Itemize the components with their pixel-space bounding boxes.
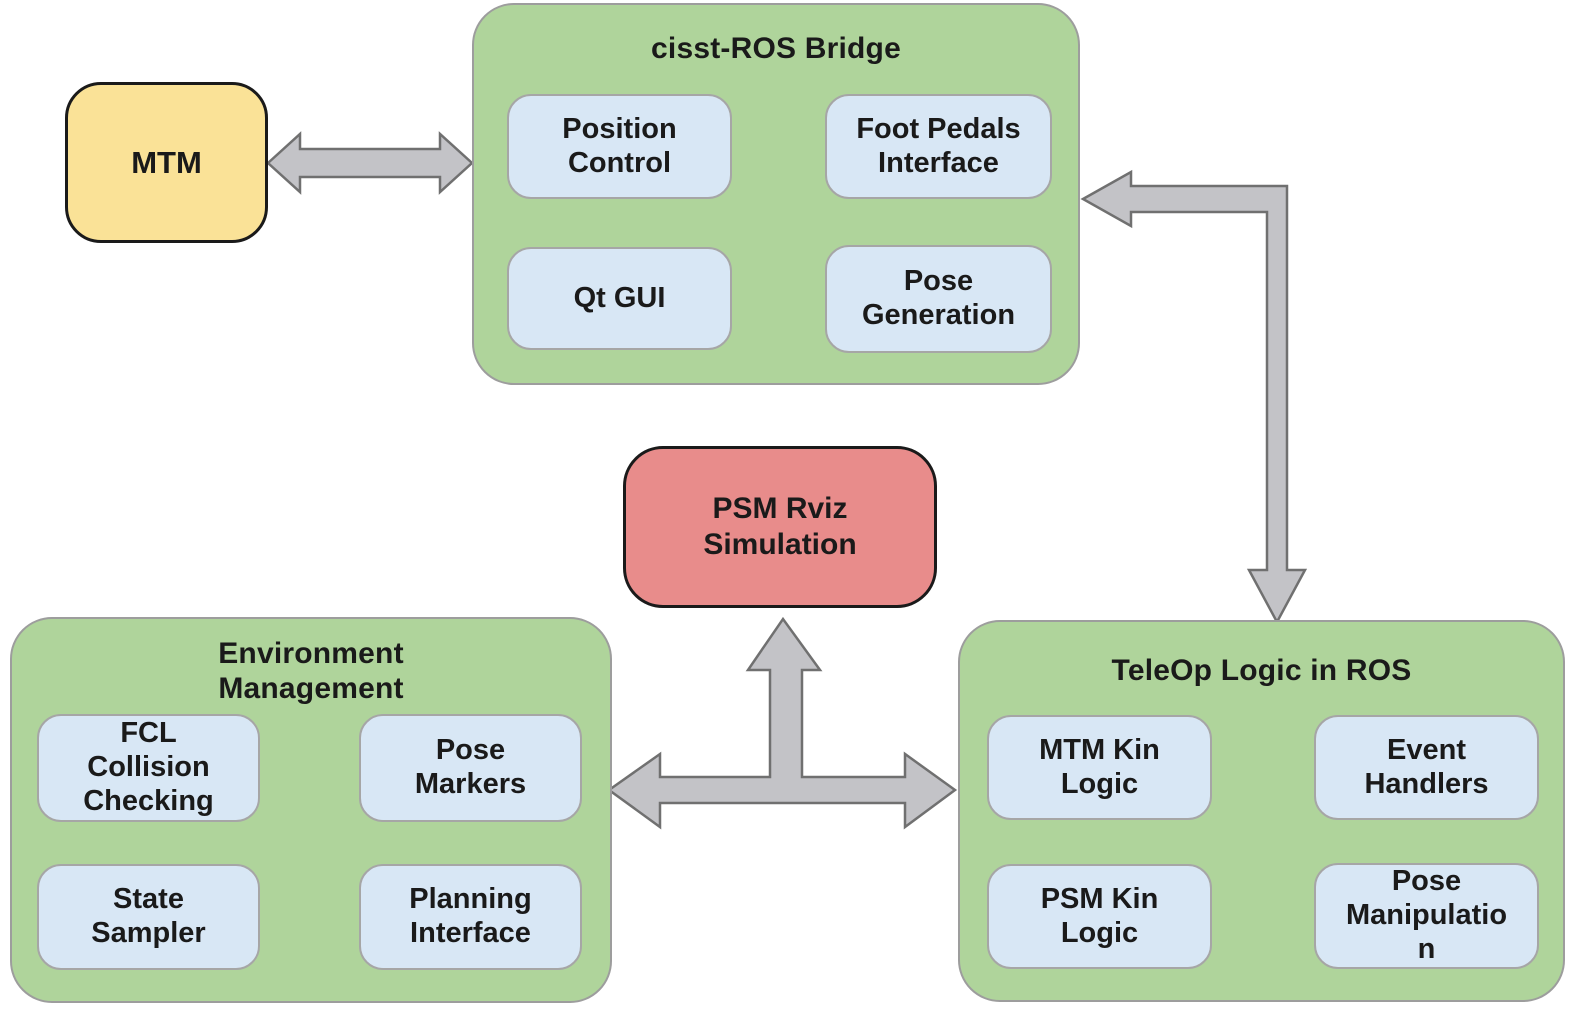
three-way-hub-arrow: [606, 616, 958, 830]
group-cisst-ros-bridge: cisst-ROS Bridge Position Control Foot P…: [472, 3, 1080, 385]
group-cisst-ros-bridge-title: cisst-ROS Bridge: [651, 32, 901, 65]
node-psm-rviz-simulation-label: PSM Rviz Simulation: [703, 492, 857, 561]
module-pose-manipulation: Pose Manipulatio n: [1314, 863, 1539, 969]
module-position-control: Position Control: [507, 94, 732, 199]
module-planning-interface: Planning Interface: [359, 864, 582, 970]
module-state-sampler: State Sampler: [37, 864, 260, 970]
mtm-bridge-bidirectional-arrow: [266, 131, 474, 195]
module-event-handlers: Event Handlers: [1314, 715, 1539, 820]
module-pose-markers: Pose Markers: [359, 714, 582, 822]
module-qt-gui: Qt GUI: [507, 247, 732, 350]
node-mtm-label: MTM: [131, 144, 202, 180]
node-psm-rviz-simulation: PSM Rviz Simulation: [623, 446, 937, 608]
module-foot-pedals-interface: Foot Pedals Interface: [825, 94, 1052, 199]
group-environment-management-title: Environment Management: [218, 637, 404, 706]
module-psm-kin-logic: PSM Kin Logic: [987, 864, 1212, 969]
group-teleop-logic-in-ros-title: TeleOp Logic in ROS: [1111, 654, 1412, 687]
module-pose-generation: Pose Generation: [825, 245, 1052, 353]
node-mtm: MTM: [65, 82, 268, 243]
group-teleop-logic-in-ros: TeleOp Logic in ROS MTM Kin Logic Event …: [958, 620, 1565, 1002]
bridge-teleop-elbow-arrow: [1080, 169, 1308, 625]
group-environment-management: Environment Management FCL Collision Che…: [10, 617, 612, 1003]
module-mtm-kin-logic: MTM Kin Logic: [987, 715, 1212, 820]
module-fcl-collision-checking: FCL Collision Checking: [37, 714, 260, 822]
